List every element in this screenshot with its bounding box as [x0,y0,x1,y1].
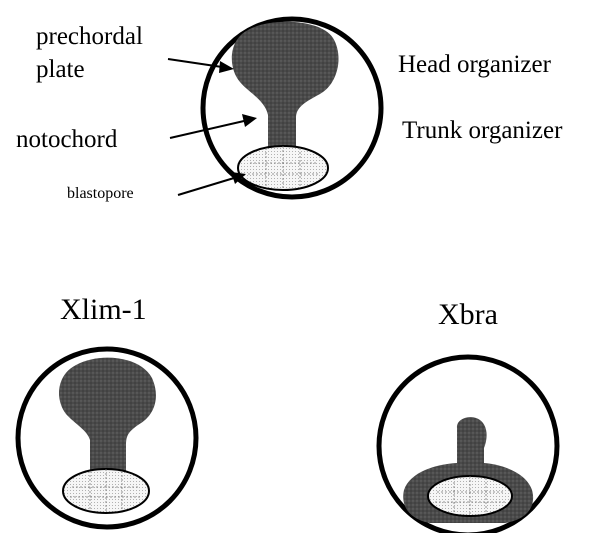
xbra-panel-title: Xbra [438,300,498,330]
xbra-blastopore [428,476,512,516]
prechordal-arrow [168,59,234,73]
xlim1-panel-title: Xlim-1 [60,295,147,325]
top-stained-region [232,22,339,152]
notochord-label: notochord [16,127,117,152]
top-blastopore [238,146,328,190]
xlim1-blastopore [63,469,149,513]
xbra-embryo [379,357,557,533]
trunk-organizer-label: Trunk organizer [402,118,562,143]
head-organizer-label: Head organizer [398,52,551,77]
xlim1-embryo [18,349,196,527]
blastopore-label: blastopore [67,186,134,202]
prechordal-plate-label-line2: plate [36,57,85,82]
blastopore-arrow [178,172,246,195]
prechordal-plate-label-line1: prechordal [36,24,143,49]
top-embryo [168,19,381,197]
xlim1-stained-region [59,358,156,478]
notochord-arrow [170,114,257,138]
